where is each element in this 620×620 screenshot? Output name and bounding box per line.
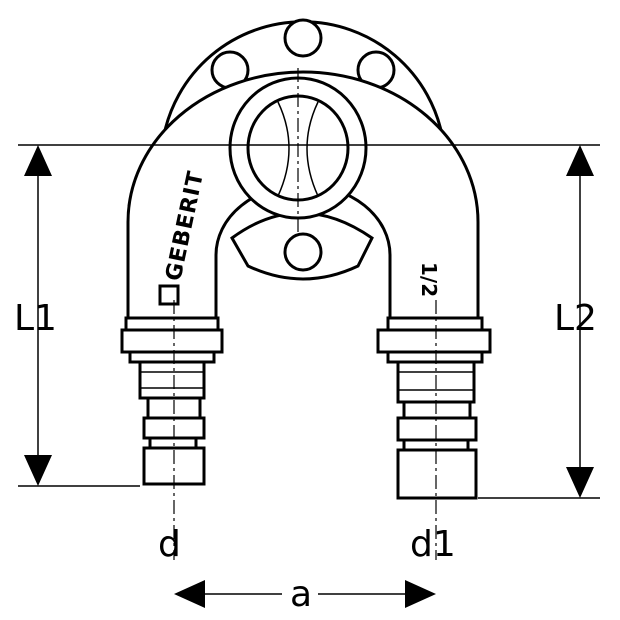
brand-square [158, 284, 180, 306]
centre-lines [173, 68, 437, 560]
size-mark-text: 1/2 [417, 262, 441, 297]
right-connector [376, 316, 492, 500]
dimension-a [174, 580, 436, 608]
label-a: a [290, 574, 312, 615]
dimension-L1 [24, 145, 52, 486]
label-d: d [158, 524, 181, 565]
label-L1: L1 [14, 298, 57, 339]
left-connector [120, 316, 224, 486]
label-d1: d1 [410, 524, 456, 565]
label-L2: L2 [554, 298, 597, 339]
dimension-L2 [566, 145, 594, 498]
